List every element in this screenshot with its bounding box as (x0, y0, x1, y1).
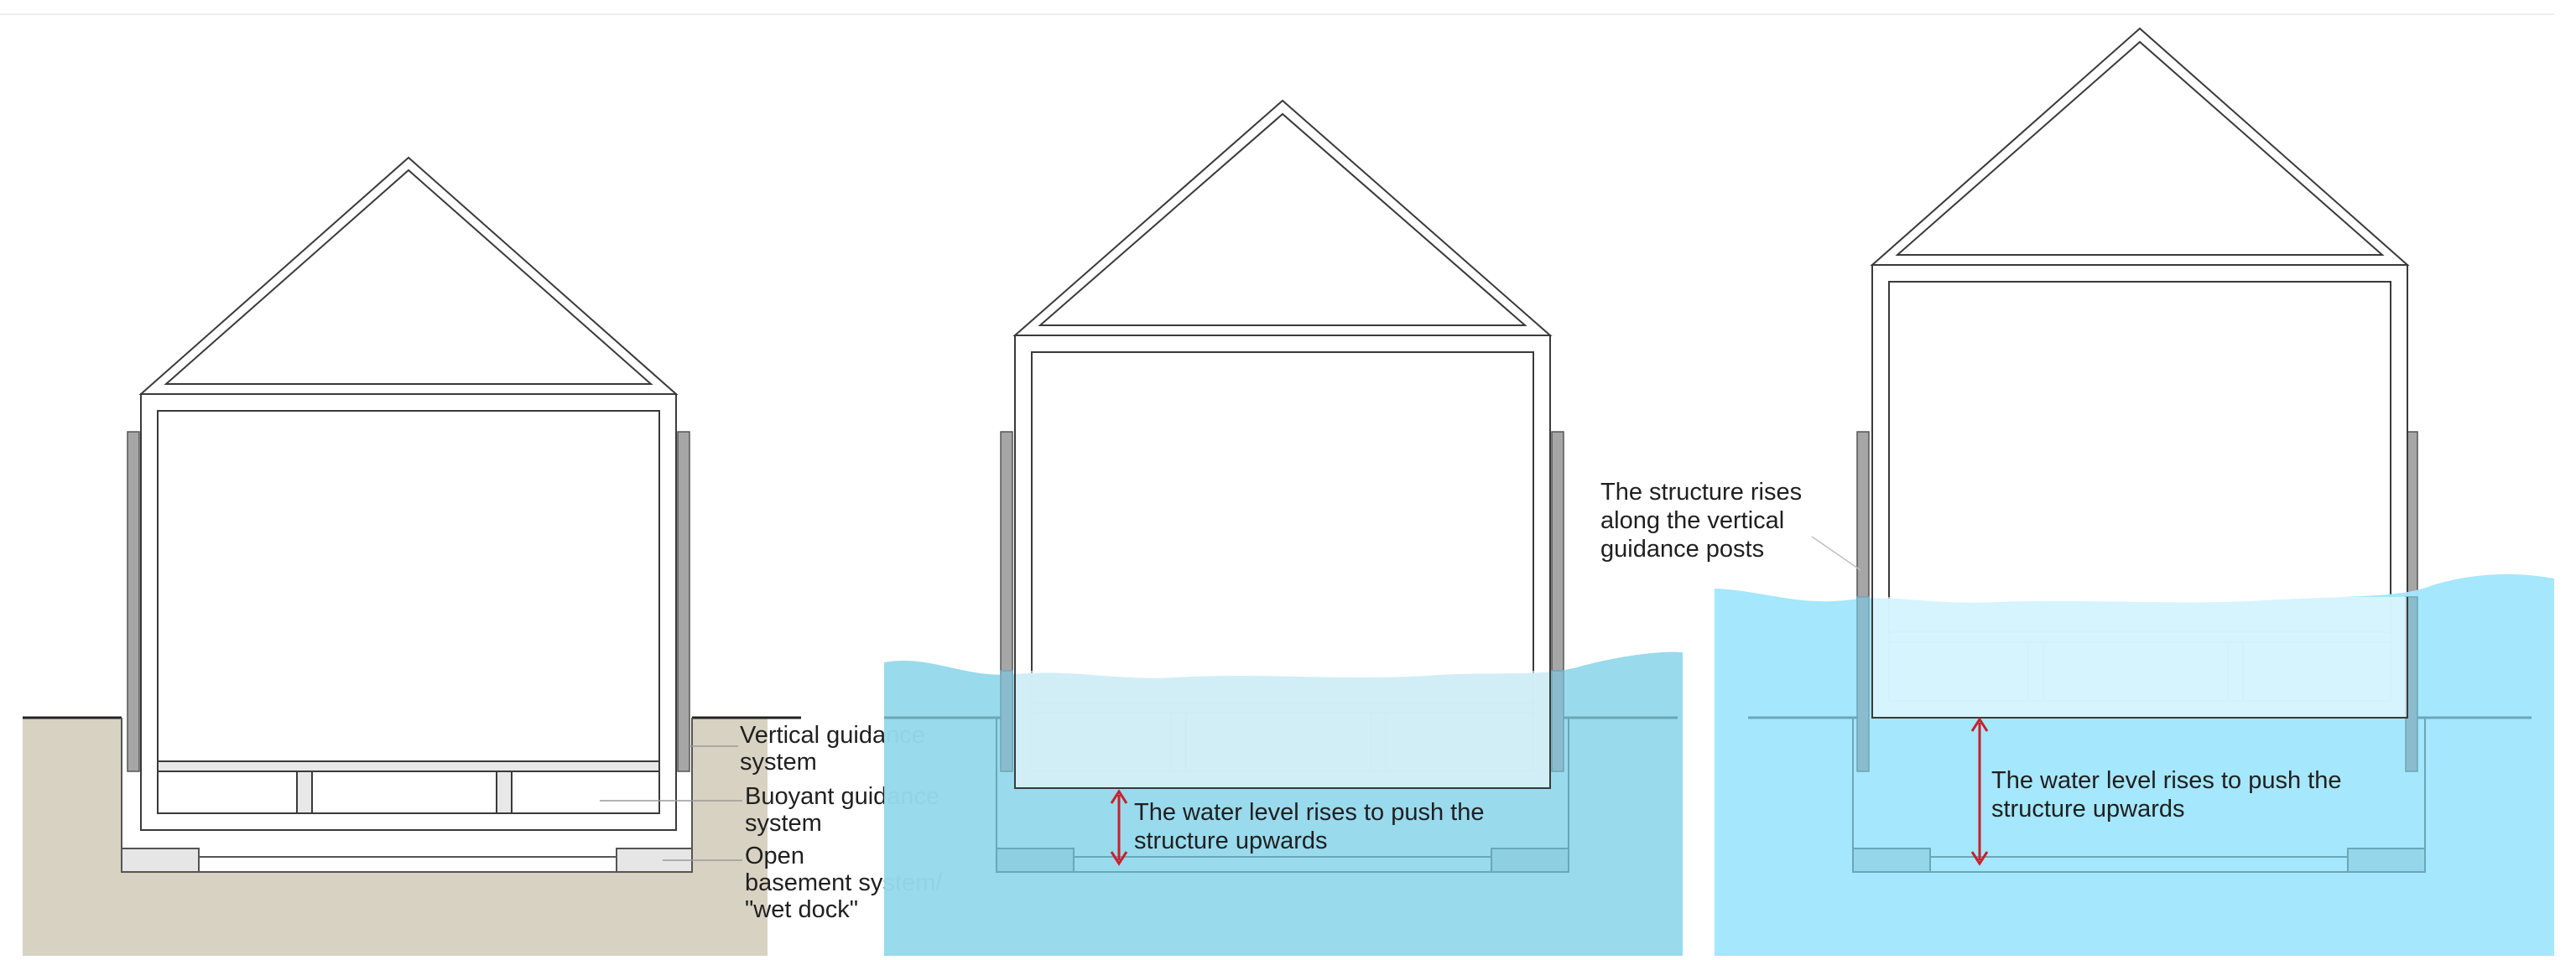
footing-left (1852, 848, 1931, 873)
water-rise-arrow (1970, 717, 1989, 866)
roof-outer (1870, 27, 2410, 266)
roof-inner (164, 169, 653, 385)
roof-inner (1895, 40, 2385, 256)
roof-outer (1012, 99, 1553, 336)
guidance-post-right (677, 431, 690, 772)
footing-right (2347, 848, 2426, 873)
footing-left (121, 848, 200, 873)
guidance-post-left (127, 431, 140, 772)
submerged-basement (996, 718, 1569, 873)
roof-outer (138, 156, 679, 395)
label-structure-rises: The structure rises along the vertical g… (1600, 479, 1808, 563)
label-water-rises: The water level rises to push the struct… (1991, 767, 2349, 822)
floor-support-1 (296, 771, 313, 814)
submerged-basement (1852, 718, 2426, 873)
footing-left (996, 848, 1075, 873)
house-inner-wall (157, 410, 660, 814)
panel-dry-state: Vertical guidance system Buoyant guidanc… (23, 156, 943, 956)
label-water-rises: The water level rises to push the struct… (1134, 799, 1491, 854)
panel-floating-state: The structure rises along the vertical g… (1600, 27, 2554, 956)
guidance-post-right-submerged (1551, 670, 1564, 772)
water-rise-arrow (1110, 789, 1128, 866)
floor-support-2 (496, 771, 513, 814)
guidance-post-left-submerged (1856, 596, 1870, 772)
guidance-post-left-submerged (1000, 670, 1013, 772)
submerged-house-base (1871, 597, 2408, 719)
floor-slab (157, 760, 660, 772)
roof-inner (1038, 112, 1527, 326)
house-dry (138, 156, 679, 831)
footing-right (1491, 848, 1569, 873)
leader-structure-rises (1811, 536, 1861, 571)
submerged-house-base (1014, 671, 1551, 789)
panel-rising-water-state: The water level rises to push the struct… (884, 99, 1683, 956)
basement-wall (121, 718, 693, 873)
